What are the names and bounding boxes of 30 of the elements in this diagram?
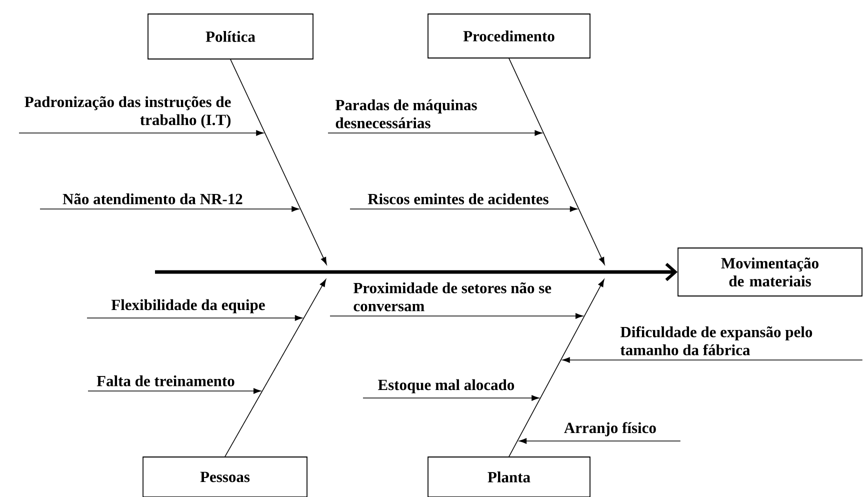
bone-arrow (224, 279, 326, 457)
cause-label: Arranjo físico (564, 422, 656, 436)
effect-box: Movimentação de materiais (678, 248, 862, 296)
cause-arrow (18, 130, 264, 136)
cause-arrow (40, 206, 300, 212)
bone-arrow (508, 279, 604, 457)
cause-label: Padronização das instruções de trabalho (I.T) (24, 96, 231, 128)
cause-label: Paradas de máquinas desnecessárias (335, 99, 477, 128)
cause-label: Dificuldade de expansão pelo tamanho da fábrica (620, 326, 812, 356)
cause-label: Não atendimento da NR-12 (62, 193, 242, 204)
cause-label: Proximidade de setores não se conversam (353, 282, 552, 312)
cause-arrow (88, 388, 262, 394)
spine-arrow (155, 262, 678, 282)
cause-label: Flexibilidade da equipe (111, 299, 265, 314)
cause-arrow (519, 438, 681, 444)
category-box: Planta (428, 456, 590, 497)
cause-arrow (562, 357, 863, 363)
cause-arrow (350, 206, 578, 212)
cause-arrow (362, 395, 540, 401)
cause-label: Riscos emintes de acidentes (368, 193, 548, 204)
cause-label: Falta de treinamento (96, 375, 234, 386)
cause-arrow (330, 313, 584, 319)
category-box: Procedimento (428, 14, 590, 58)
cause-arrow (328, 130, 542, 136)
bone-arrow (230, 59, 327, 265)
bone-arrow (508, 58, 605, 265)
category-box: Política (148, 14, 314, 60)
category-box: Pessoas (142, 456, 308, 497)
cause-label: Estoque mal alocado (378, 379, 514, 394)
cause-arrow (86, 315, 302, 321)
